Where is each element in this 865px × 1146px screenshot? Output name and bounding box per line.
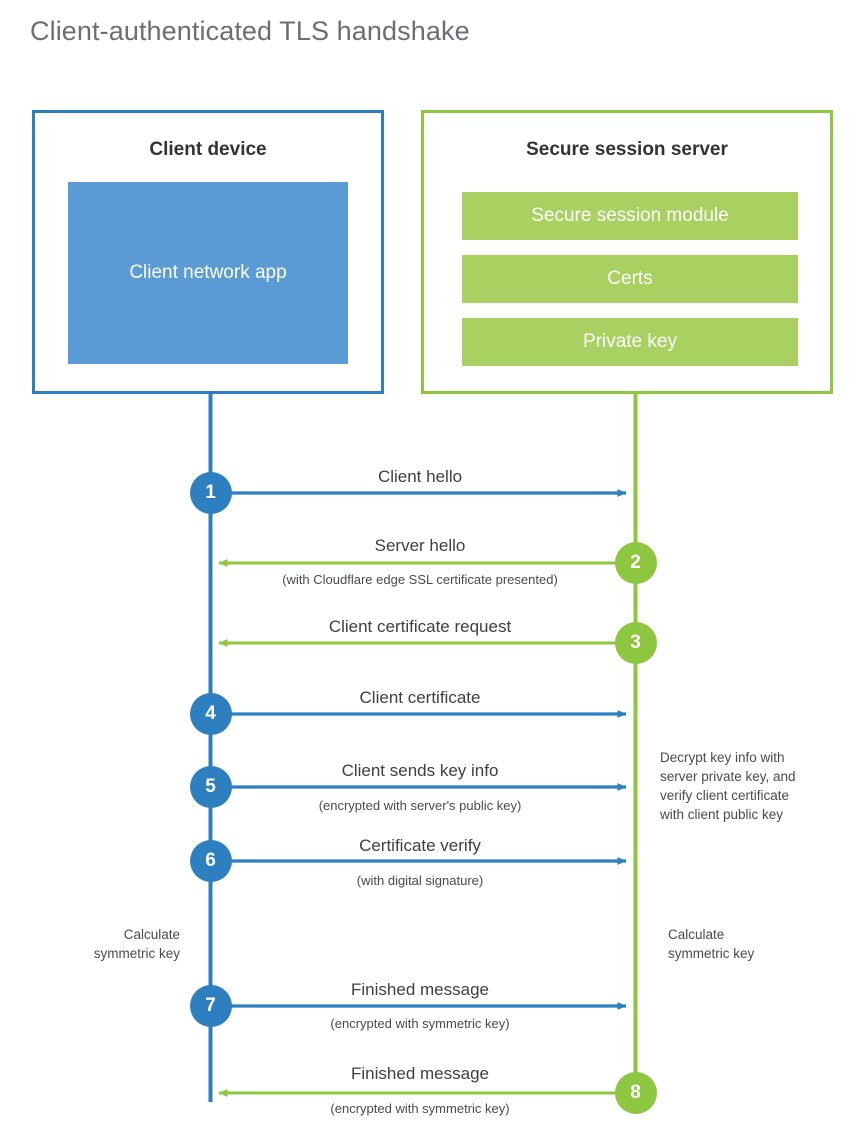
client-device-box: Client device Client network app	[32, 110, 384, 394]
secure-session-server-title: Secure session server	[526, 139, 728, 160]
message-label-4: Client certificate	[359, 688, 481, 707]
client-calc-note-line-1: Calculate	[123, 927, 180, 942]
step-number-3: 3	[614, 622, 657, 664]
server-decrypt-note-line-4: with client public key	[660, 807, 784, 823]
message-label-3: Client certificate request	[328, 617, 512, 636]
client-calc-note-line-2: symmetric key	[93, 946, 180, 962]
step-number-7: 7	[189, 985, 232, 1027]
secure-session-server-box: Secure session server Secure session mod…	[421, 110, 833, 394]
server-calc-note-line-1: Calculate	[668, 927, 725, 942]
message-label-6: Certificate verify	[359, 836, 481, 855]
message-label-2: Server hello	[374, 536, 466, 555]
certs-block: Certs	[462, 255, 798, 303]
server-decrypt-note-line-1: Decrypt key info with	[660, 750, 785, 765]
message-sublabel-6: (with digital signature)	[356, 873, 484, 888]
page-title: Client-authenticated TLS handshake	[30, 16, 470, 46]
secure-session-module-block: Secure session module	[462, 192, 798, 240]
step-number-2: 2	[614, 542, 657, 584]
step-number-6: 6	[189, 840, 232, 882]
step-number-8: 8	[614, 1072, 657, 1114]
step-number-4: 4	[189, 693, 232, 735]
message-label-8: Finished message	[351, 1064, 489, 1083]
server-decrypt-note: Decrypt key info with server private key…	[660, 748, 840, 825]
step-number-1: 1	[189, 472, 232, 514]
client-device-title: Client device	[149, 139, 267, 160]
message-sublabel-8: (encrypted with symmetric key)	[330, 1101, 510, 1116]
server-decrypt-note-line-3: verify client certificate	[660, 788, 790, 804]
message-label-1: Client hello	[377, 467, 463, 486]
server-decrypt-note-line-2: server private key, and	[660, 769, 796, 785]
message-sublabel-7: (encrypted with symmetric key)	[330, 1016, 510, 1031]
message-label-7: Finished message	[351, 980, 489, 999]
step-number-5: 5	[189, 766, 232, 808]
message-sublabel-2: (with Cloudflare edge SSL certificate pr…	[282, 572, 558, 587]
message-label-5: Client sends key info	[341, 761, 499, 780]
server-calculate-symmetric-key-note: Calculate symmetric key	[668, 925, 838, 963]
message-sublabel-5: (encrypted with server's public key)	[318, 798, 522, 813]
client-calculate-symmetric-key-note: Calculate symmetric key	[20, 925, 180, 963]
client-network-app-block: Client network app	[68, 182, 348, 364]
server-calc-note-line-2: symmetric key	[668, 946, 755, 962]
private-key-block: Private key	[462, 318, 798, 366]
